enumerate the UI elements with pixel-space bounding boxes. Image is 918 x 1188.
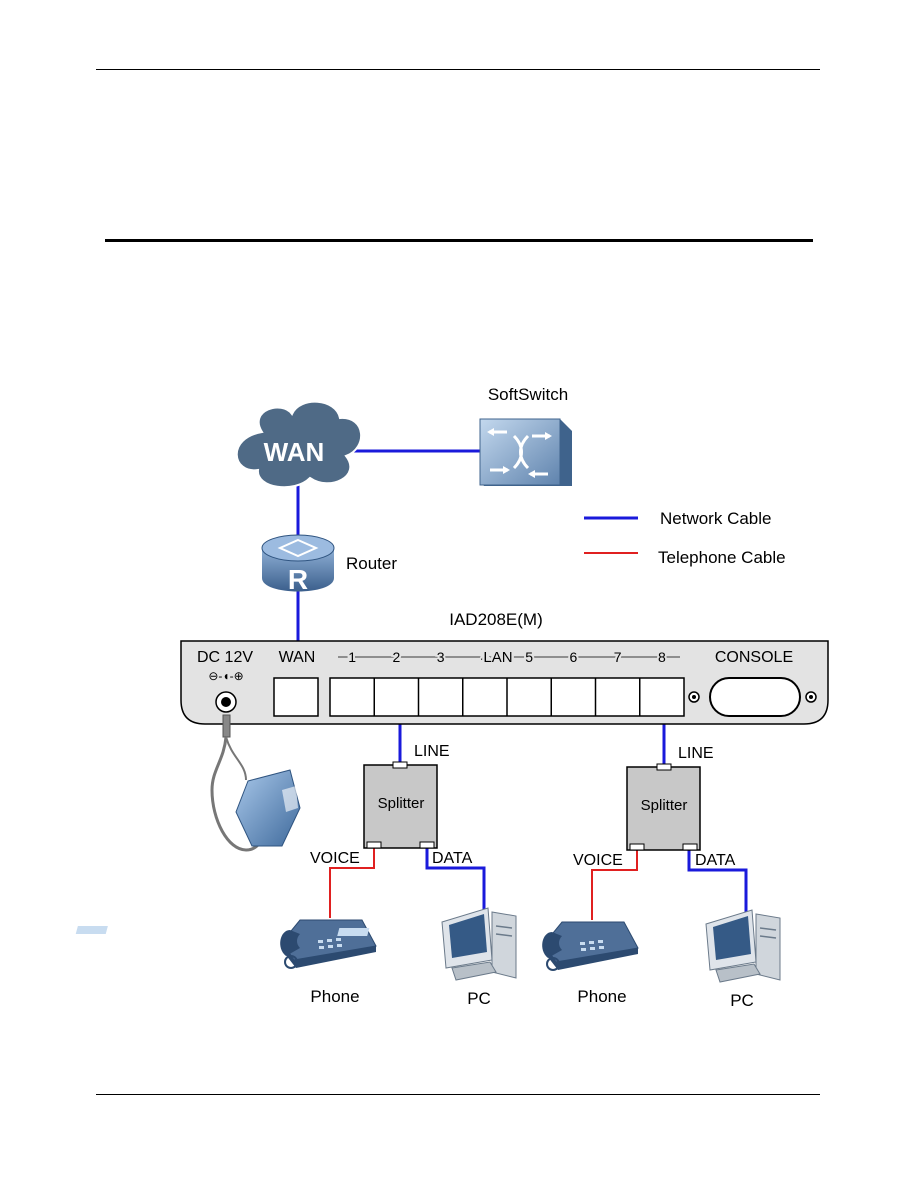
splitter-2: Splitter [626, 763, 701, 851]
splitter-1-line-label: LINE [414, 743, 450, 760]
splitter2-to-phone2-cable [591, 850, 638, 920]
router-icon: R [261, 534, 335, 595]
lan-port-number-4: 4 [481, 649, 489, 665]
lan-label: LAN [483, 649, 512, 666]
splitter1-to-pc1-cable [425, 848, 486, 912]
footer-rule [96, 1094, 820, 1095]
header-rule [96, 69, 820, 70]
wan-cloud-icon: WAN [235, 400, 362, 489]
splitter-2-label: Splitter [641, 797, 688, 814]
console-label: CONSOLE [715, 649, 793, 666]
lan-port-number-7: 7 [614, 649, 622, 665]
splitter-1: Splitter [363, 761, 438, 849]
splitter1-to-phone1-cable [329, 848, 375, 918]
splitter-1-data-label: DATA [432, 850, 473, 867]
pc-1-label: PC [467, 989, 491, 1008]
softswitch-label: SoftSwitch [488, 385, 568, 404]
phone-2-icon [337, 921, 639, 971]
lan-port-dividers [373, 678, 641, 716]
router-label: Router [346, 554, 397, 573]
phone-1-icon [75, 919, 377, 969]
phone-2-label: Phone [577, 987, 626, 1006]
lan-port-number-3: 3 [437, 649, 445, 665]
iad-front-panel: DC 12V ⊖-◖-⊕ WAN 1 2 3 4 5 6 7 8 LAN CONSOLE [180, 640, 829, 725]
splitter-2-line-label: LINE [678, 745, 714, 762]
lan-port-number-1: 1 [348, 649, 356, 665]
lan-port-number-5: 5 [525, 649, 533, 665]
dc-label: DC 12V [197, 649, 253, 666]
dc-jack-icon [215, 691, 237, 713]
telephone-cables [329, 848, 638, 920]
dc-polarity-symbol: ⊖-◖-⊕ [208, 669, 243, 683]
device-label: IAD208E(M) [449, 610, 543, 629]
splitter-1-voice-label: VOICE [310, 850, 360, 867]
pc-2-label: PC [730, 991, 754, 1010]
legend-telephone-label: Telephone Cable [658, 548, 786, 567]
wan-cloud-label: WAN [264, 437, 325, 467]
legend-network-label: Network Cable [660, 509, 772, 528]
lan-port-number-2: 2 [392, 649, 400, 665]
phone-1-label: Phone [310, 987, 359, 1006]
legend: Network Cable Telephone Cable [584, 509, 786, 567]
lan-port-number-6: 6 [569, 649, 577, 665]
wan-port-label: WAN [279, 649, 316, 666]
splitter-1-label: Splitter [378, 795, 425, 812]
lan-port-number-8: 8 [658, 649, 666, 665]
splitter-2-data-label: DATA [695, 852, 736, 869]
splitter-2-voice-label: VOICE [573, 852, 623, 869]
wan-port [273, 677, 319, 717]
section-rule [105, 239, 813, 242]
pc-2-icon [705, 909, 781, 983]
console-port [709, 677, 801, 717]
splitter2-to-pc2-cable [687, 850, 748, 912]
softswitch-icon [479, 418, 572, 486]
pc-1-icon [441, 907, 517, 981]
router-glyph: R [288, 564, 308, 595]
lan-port-numbers: 1 2 3 4 5 6 7 8 [346, 647, 668, 667]
power-adapter-icon [210, 714, 301, 852]
